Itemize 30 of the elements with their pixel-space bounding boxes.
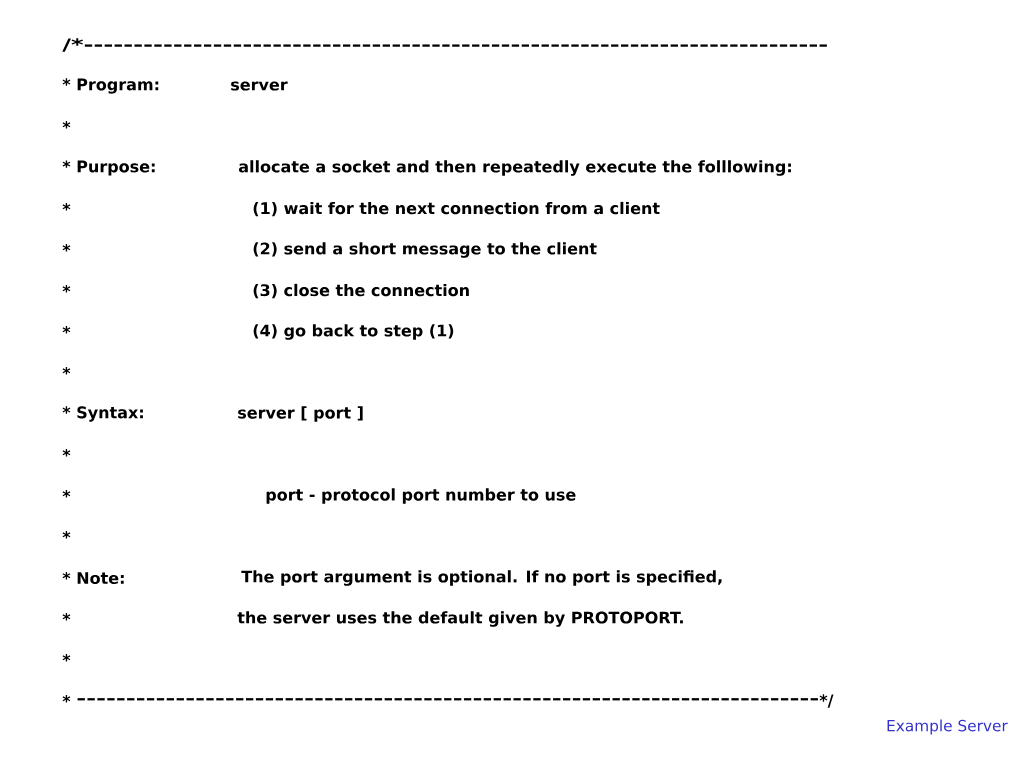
comment-text: * xyxy=(62,244,71,252)
comment-text: server [ port ] xyxy=(238,406,363,422)
comment-text: * xyxy=(62,203,71,211)
comment-text: * xyxy=(62,695,71,703)
comment-text: * xyxy=(62,654,71,662)
footer-title: Example Server xyxy=(887,719,1008,735)
comment-text: (3) close the connection xyxy=(253,283,469,299)
comment-text: allocate a socket and then repeatedly execute the folllowing: xyxy=(238,160,791,176)
comment-text: * Syntax: xyxy=(62,406,143,422)
comment-text: port - protocol port number to use xyxy=(266,488,576,504)
comment-text: * Note: xyxy=(62,571,124,585)
comment-text: (2) send a short message to the client xyxy=(253,242,597,258)
comment-text: * xyxy=(62,121,71,129)
comment-text: (1) wait for the next connection from a client xyxy=(253,201,660,217)
ruler-line: /*--------------------------------------------------------------------------- xyxy=(62,38,827,52)
comment-text: * xyxy=(62,367,71,375)
comment-text: * xyxy=(62,490,71,498)
comment-text: * xyxy=(62,285,71,293)
comment-text: (4) go back to step (1) xyxy=(253,324,454,340)
comment-text: The port argument is optional. If no port is specified, xyxy=(241,570,722,586)
comment-text: */ xyxy=(819,694,834,708)
comment-text: * xyxy=(62,613,71,621)
comment-text: server xyxy=(231,81,288,91)
comment-text: * xyxy=(62,449,71,457)
comment-text: * xyxy=(62,531,71,539)
comment-text: * Purpose: xyxy=(62,160,155,176)
comment-text: * Program: xyxy=(62,78,159,94)
ruler-line: --------------------------------------------------------------------------- xyxy=(77,698,818,701)
comment-text: * xyxy=(62,326,71,334)
comment-text: the server uses the default given by PROTOPORT. xyxy=(237,611,683,627)
